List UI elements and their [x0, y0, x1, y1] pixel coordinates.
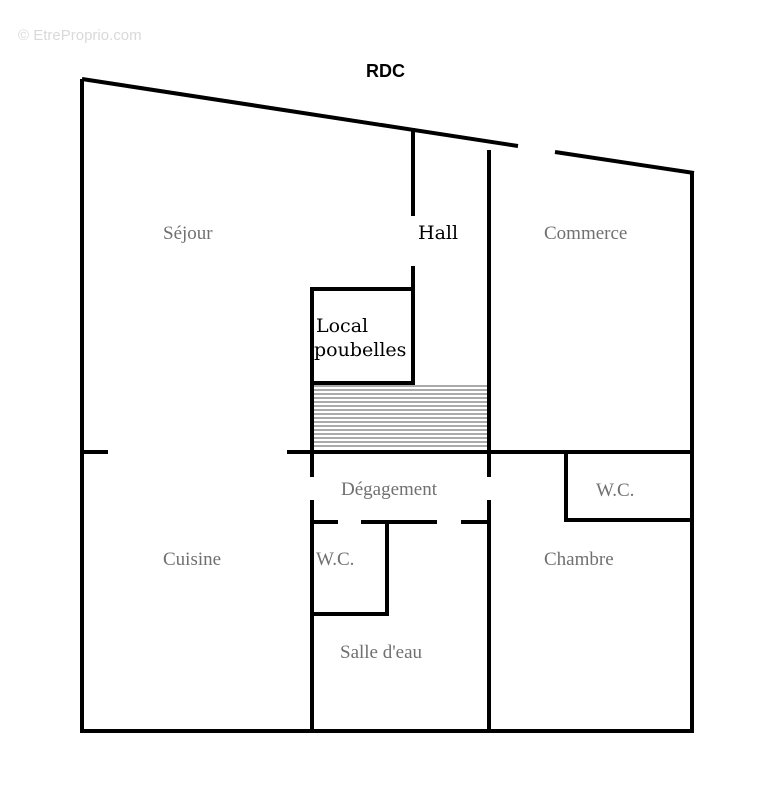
room-label-wc-left: W.C.	[316, 549, 354, 570]
room-label-salle-deau: Salle d'eau	[340, 642, 423, 663]
room-label-chambre: Chambre	[544, 549, 614, 570]
room-label-degagement: Dégagement	[341, 479, 438, 500]
plan-title: RDC	[366, 61, 405, 81]
room-label-hall: Hall	[418, 222, 458, 244]
room-label-local-line2: poubelles	[314, 339, 406, 361]
room-label-commerce: Commerce	[544, 223, 627, 244]
room-label-cuisine: Cuisine	[163, 549, 221, 570]
walls	[80, 77, 695, 733]
wall-top-left	[81, 77, 519, 148]
wall-top-right	[554, 150, 695, 175]
watermark-text: © EtreProprio.com	[18, 27, 142, 44]
room-label-wc-right: W.C.	[596, 480, 634, 501]
stairs-hatching	[314, 385, 487, 447]
room-label-sejour: Séjour	[163, 223, 213, 244]
room-label-local-line1: Local	[316, 315, 368, 337]
